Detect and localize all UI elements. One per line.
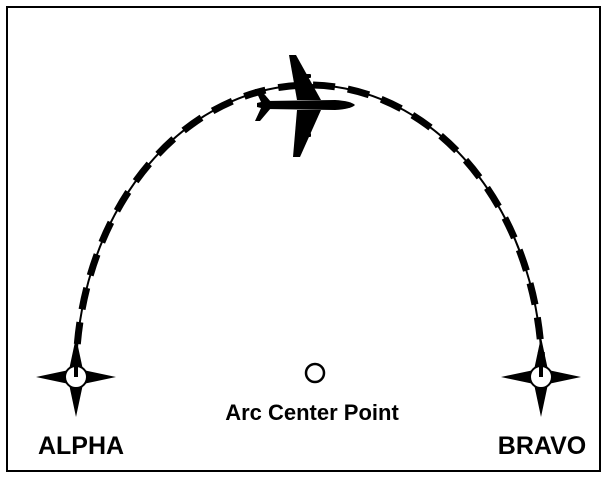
airplane-icon [255,55,355,157]
label-center: Arc Center Point [225,400,399,425]
label-alpha: ALPHA [38,432,124,460]
waypoint-bravo-icon [501,337,581,417]
waypoint-alpha-icon [36,337,116,417]
arc-center-point-icon [304,362,326,384]
arc-dash-overlay [72,81,546,376]
label-bravo: BRAVO [498,432,586,460]
